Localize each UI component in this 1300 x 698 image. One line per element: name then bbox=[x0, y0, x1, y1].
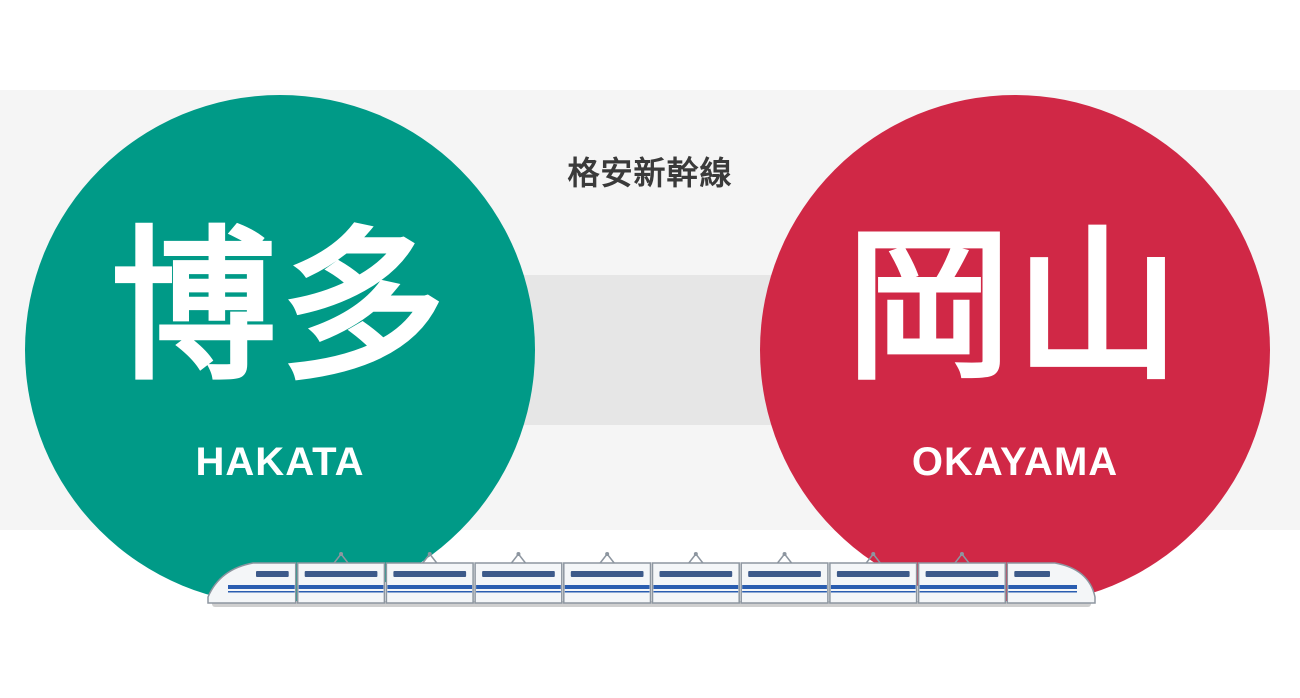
train-car bbox=[563, 562, 652, 604]
train-pantograph-head bbox=[871, 552, 876, 556]
shinkansen-train-icon bbox=[207, 552, 1096, 607]
train-stripe bbox=[653, 585, 739, 589]
train-car bbox=[474, 562, 563, 604]
train-stripe-thin bbox=[1008, 591, 1077, 593]
train-stripe-thin bbox=[564, 591, 650, 593]
train-stripe bbox=[476, 585, 561, 589]
train-car bbox=[651, 562, 740, 604]
origin-station-romaji: HAKATA bbox=[195, 440, 365, 484]
destination-station-romaji: OKAYAMA bbox=[911, 440, 1119, 484]
destination-station-circle: 岡山 OKAYAMA bbox=[760, 95, 1270, 605]
train-window-strip bbox=[393, 571, 467, 577]
route-label: 格安新幹線 bbox=[567, 154, 733, 192]
train-car bbox=[917, 562, 1007, 604]
route-connector bbox=[500, 275, 800, 425]
train-car bbox=[829, 562, 918, 604]
train-window-strip bbox=[925, 571, 999, 577]
origin-station-kanji: 博多 bbox=[111, 211, 449, 403]
destination-station-kanji: 岡山 bbox=[846, 211, 1184, 403]
train-window-strip bbox=[482, 571, 555, 577]
train-stripe bbox=[1008, 585, 1077, 589]
train-pantograph-head bbox=[693, 552, 698, 556]
train-stripe-thin bbox=[298, 591, 384, 593]
train-window-strip bbox=[659, 571, 733, 577]
train-pantograph-head bbox=[959, 552, 964, 556]
train-stripe bbox=[298, 585, 384, 589]
train-pantograph-head bbox=[339, 552, 344, 556]
train-stripe bbox=[387, 585, 473, 589]
train-window-strip bbox=[256, 571, 289, 577]
train-stripe-thin bbox=[228, 591, 295, 593]
train-stripe bbox=[919, 585, 1005, 589]
train-stripe-thin bbox=[742, 591, 827, 593]
train-car bbox=[207, 562, 297, 604]
train-stripe-thin bbox=[653, 591, 739, 593]
train-window-strip bbox=[836, 571, 910, 577]
train-car bbox=[1006, 562, 1096, 604]
train-stripe bbox=[228, 585, 295, 589]
train-window-strip bbox=[1014, 571, 1050, 577]
train-stripe-thin bbox=[387, 591, 473, 593]
train-pantograph-head bbox=[605, 552, 610, 556]
train-stripe bbox=[564, 585, 650, 589]
train-window-strip bbox=[570, 571, 644, 577]
train-window-strip bbox=[748, 571, 821, 577]
train-window-strip bbox=[304, 571, 378, 577]
train-pantograph-head bbox=[427, 552, 432, 556]
train-stripe bbox=[742, 585, 827, 589]
train-car bbox=[296, 562, 386, 604]
train-stripe bbox=[830, 585, 916, 589]
train-stripe-thin bbox=[919, 591, 1005, 593]
train-car bbox=[385, 562, 474, 604]
train-stripe-thin bbox=[476, 591, 561, 593]
train-car bbox=[740, 562, 829, 604]
origin-station-circle: 博多 HAKATA bbox=[25, 95, 535, 605]
train-stripe-thin bbox=[830, 591, 916, 593]
train-pantograph-head bbox=[782, 552, 787, 556]
train-pantograph-head bbox=[516, 552, 521, 556]
